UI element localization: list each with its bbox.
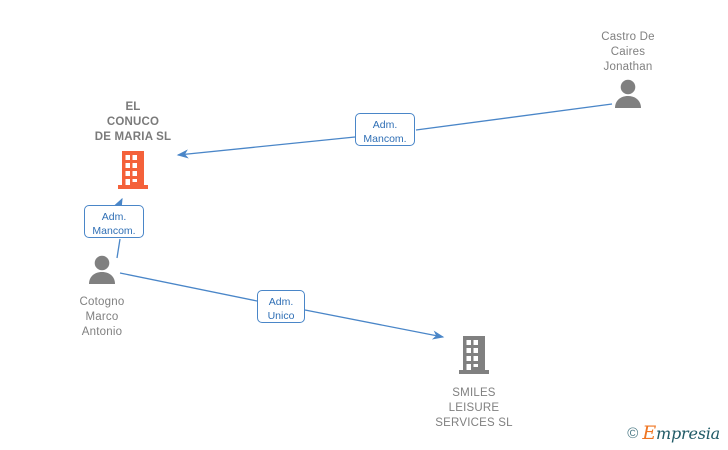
edge-castro-to-conuco bbox=[176, 103, 613, 159]
node-label-castro-de-caires-jonathan: Castro De Caires Jonathan bbox=[601, 31, 655, 73]
node-el-conuco[interactable]: EL CONUCO DE MARIA SL bbox=[58, 100, 208, 196]
node-label-smiles-leisure-services: SMILES LEISURE SERVICES SL bbox=[435, 387, 513, 429]
building-icon bbox=[116, 149, 150, 196]
node-smiles-leisure-services[interactable]: SMILES LEISURE SERVICES SL bbox=[399, 334, 549, 431]
node-label-el-conuco: EL CONUCO DE MARIA SL bbox=[94, 101, 172, 143]
person-icon bbox=[86, 255, 118, 290]
copyright-icon: © bbox=[627, 425, 639, 442]
node-label-cotogno-marco-antonio: Cotogno Marco Antonio bbox=[79, 296, 125, 338]
brand-name: Empresia bbox=[642, 422, 720, 444]
brand-initial: E bbox=[642, 422, 656, 444]
person-icon bbox=[612, 79, 644, 114]
edge-label-adm-mancom-castro[interactable]: Adm. Mancom. bbox=[355, 113, 415, 146]
empresia-watermark: © Empresia bbox=[627, 422, 720, 444]
edge-label-adm-unico[interactable]: Adm. Unico bbox=[257, 290, 305, 323]
brand-rest: mpresia bbox=[656, 424, 720, 443]
node-castro-de-caires-jonathan[interactable]: Castro De Caires Jonathan bbox=[553, 30, 703, 114]
edge-cotogno-to-smiles bbox=[119, 272, 445, 340]
node-cotogno-marco-antonio[interactable]: Cotogno Marco Antonio bbox=[27, 255, 177, 340]
edge-label-adm-mancom-cotogno[interactable]: Adm. Mancom. bbox=[84, 205, 144, 238]
edge-cotogno-to-conuco bbox=[113, 197, 123, 259]
building-icon bbox=[457, 334, 491, 381]
